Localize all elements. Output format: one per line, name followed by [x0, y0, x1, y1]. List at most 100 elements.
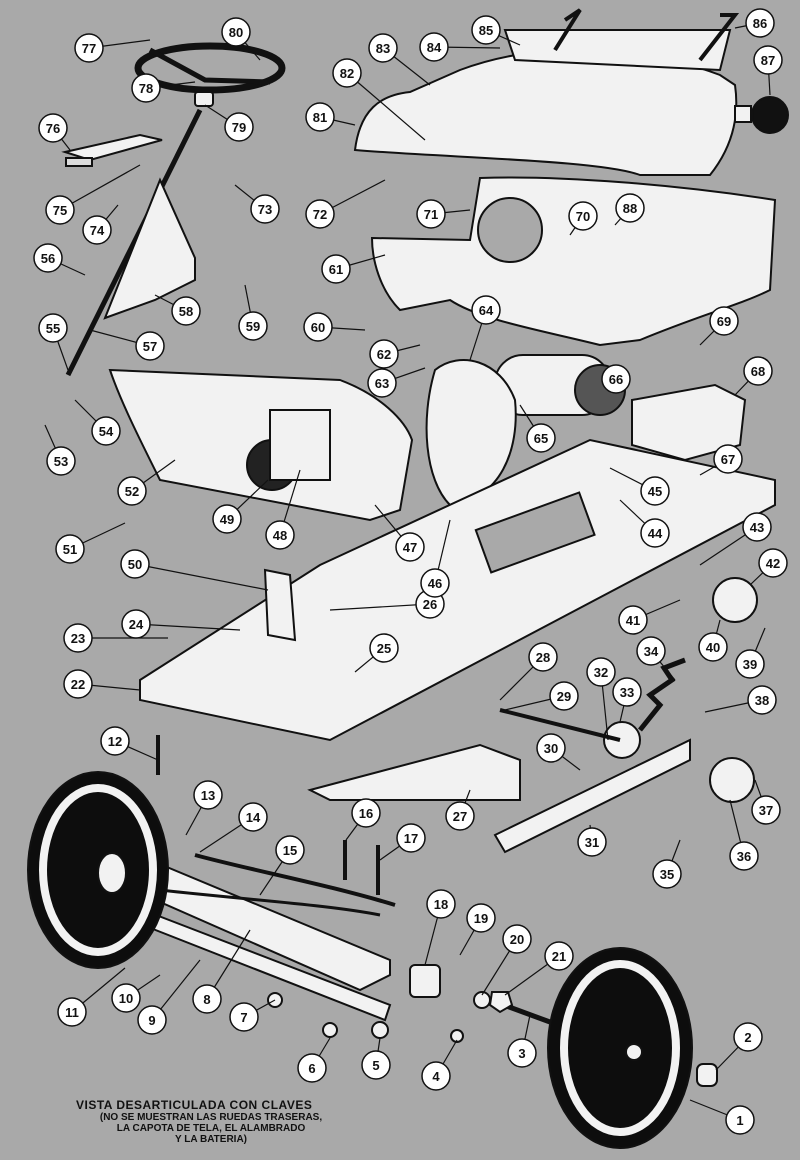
steering-hub [194, 91, 214, 107]
tie-rod [194, 853, 396, 907]
callout-25: 25 [369, 633, 399, 663]
callout-circle [416, 199, 446, 229]
caption-title: VISTA DESARTICULADA CON CLAVES [76, 1098, 313, 1112]
callout-4: 4 [421, 1061, 451, 1091]
callout-81: 81 [305, 102, 335, 132]
callout-label: 33 [620, 685, 634, 700]
callout-label: 8 [203, 992, 210, 1007]
callout-87: 87 [753, 45, 783, 75]
callout-label: 74 [90, 223, 105, 238]
callout-circle [507, 1038, 537, 1068]
callout-14: 14 [238, 802, 268, 832]
callout-21: 21 [544, 941, 574, 971]
callout-label: 73 [258, 202, 272, 217]
callout-label: 75 [53, 203, 67, 218]
callout-37: 37 [751, 795, 781, 825]
callout-circle [396, 823, 426, 853]
callout-36: 36 [729, 841, 759, 871]
callout-label: 39 [743, 657, 757, 672]
callout-circle [265, 520, 295, 550]
headlight-housing [269, 409, 331, 481]
callout-88: 88 [615, 193, 645, 223]
callout-68: 68 [743, 356, 773, 386]
callout-circle [250, 194, 280, 224]
callout-label: 68 [751, 364, 765, 379]
callout-label: 58 [179, 304, 193, 319]
callout-56: 56 [33, 243, 63, 273]
callout-label: 76 [46, 121, 60, 136]
rear-hub [709, 757, 755, 803]
horn [751, 96, 789, 134]
parts-layer [27, 8, 789, 1149]
callout-label: 52 [125, 484, 139, 499]
callout-55: 55 [38, 313, 68, 343]
callout-5: 5 [361, 1050, 391, 1080]
callout-42: 42 [758, 548, 788, 578]
pulley [603, 721, 641, 759]
callout-label: 83 [376, 41, 390, 56]
callout-64: 64 [471, 295, 501, 325]
callout-label: 31 [585, 835, 599, 850]
callout-label: 67 [721, 452, 735, 467]
callout-label: 87 [761, 53, 775, 68]
callout-29: 29 [549, 681, 579, 711]
caption-line: Y LA BATERIA) [174, 1134, 248, 1145]
callout-circle [419, 32, 449, 62]
callout-circle [275, 835, 305, 865]
callout-circle [471, 15, 501, 45]
callout-circle [100, 726, 130, 756]
callout-circle [426, 889, 456, 919]
callout-label: 70 [576, 209, 590, 224]
callout-circle [753, 45, 783, 75]
callout-circle [120, 549, 150, 579]
callout-circle [601, 364, 631, 394]
callout-label: 21 [552, 949, 566, 964]
callout-28: 28 [528, 642, 558, 672]
callout-label: 56 [41, 251, 55, 266]
callout-circle [82, 215, 112, 245]
callout-27: 27 [445, 801, 475, 831]
callout-label: 82 [340, 66, 354, 81]
callout-54: 54 [91, 416, 121, 446]
floor-opening [474, 491, 596, 574]
callout-circle [33, 243, 63, 273]
callout-circle [636, 636, 666, 666]
callout-23: 23 [63, 623, 93, 653]
callout-11: 11 [57, 997, 87, 1027]
callout-40: 40 [698, 632, 728, 662]
callout-circle [45, 195, 75, 225]
callout-circle [305, 199, 335, 229]
callout-circle [733, 1022, 763, 1052]
callout-33: 33 [612, 677, 642, 707]
right-rail [493, 738, 691, 854]
callout-circle [698, 632, 728, 662]
callout-circle [725, 1105, 755, 1135]
callout-circle [745, 8, 775, 38]
callout-41: 41 [618, 605, 648, 635]
callout-label: 55 [46, 321, 60, 336]
callout-circle [709, 306, 739, 336]
callout-30: 30 [536, 733, 566, 763]
callout-label: 54 [99, 424, 114, 439]
callout-circle [369, 339, 399, 369]
callout-80: 80 [221, 17, 251, 47]
nut-4 [450, 1029, 464, 1043]
seat-strap-right [698, 13, 740, 62]
callout-19: 19 [466, 903, 496, 933]
callout-84: 84 [419, 32, 449, 62]
callout-label: 84 [427, 40, 442, 55]
callout-label: 38 [755, 693, 769, 708]
callout-label: 71 [424, 207, 438, 222]
callout-66: 66 [601, 364, 631, 394]
callout-circle [117, 476, 147, 506]
callout-circle [420, 568, 450, 598]
callout-circle [57, 997, 87, 1027]
callout-75: 75 [45, 195, 75, 225]
callout-9: 9 [137, 1005, 167, 1035]
callout-circle [528, 642, 558, 672]
callout-circle [368, 33, 398, 63]
callout-label: 59 [246, 319, 260, 334]
callout-label: 60 [311, 320, 325, 335]
